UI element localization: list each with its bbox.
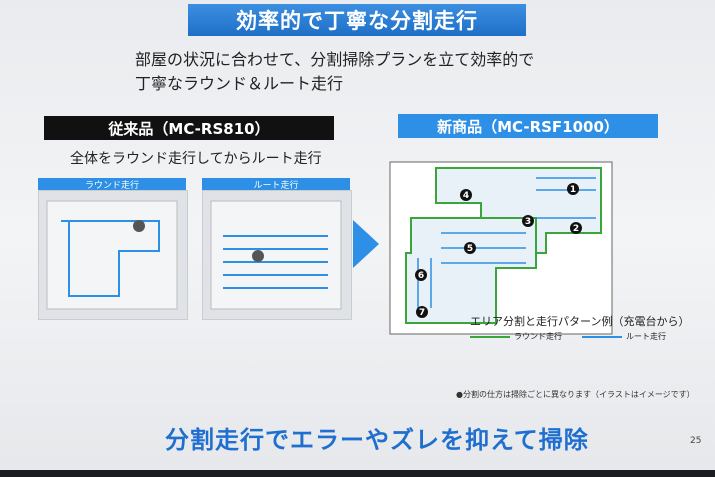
green-arrow-icon bbox=[470, 335, 510, 338]
robot-icon bbox=[252, 250, 264, 262]
route-illustration bbox=[202, 190, 352, 320]
area-label: 1 bbox=[570, 185, 576, 195]
legend-round: ラウンド走行 bbox=[514, 332, 562, 341]
page-number: 25 bbox=[690, 436, 702, 446]
round-panel: ラウンド走行 bbox=[38, 178, 188, 324]
round-panel-header: ラウンド走行 bbox=[38, 178, 186, 191]
legend: エリア分割と走行パターン例（充電台から） ラウンド走行 ルート走行 bbox=[470, 313, 689, 342]
footnote: ●分割の仕方は掃除ごとに異なります（イラストはイメージです） bbox=[456, 390, 695, 399]
old-model-subtitle: 全体をラウンド走行してからルート走行 bbox=[70, 151, 322, 167]
route-panel-header: ルート走行 bbox=[202, 178, 350, 191]
area-label: 7 bbox=[419, 308, 425, 318]
legend-title: エリア分割と走行パターン例（充電台から） bbox=[470, 315, 690, 328]
area-label: 4 bbox=[463, 191, 469, 201]
area-label: 3 bbox=[525, 217, 531, 227]
bottom-headline: 分割走行でエラーやズレを抑えて掃除 bbox=[165, 426, 589, 454]
area-label: 6 bbox=[418, 271, 424, 281]
arrow-icon bbox=[353, 220, 379, 268]
route-panel: ルート走行 bbox=[202, 178, 352, 324]
area-label: 2 bbox=[573, 224, 579, 234]
lead-line-2: 丁寧なラウンド＆ルート走行 bbox=[135, 74, 344, 93]
legend-route: ルート走行 bbox=[626, 332, 666, 341]
lead-line-1: 部屋の状況に合わせて、分割掃除プランを立て効率的で bbox=[135, 50, 535, 69]
floor-plan: 1 2 3 4 5 6 7 bbox=[389, 161, 613, 335]
area-label: 5 bbox=[467, 244, 473, 254]
blue-arrow-icon bbox=[582, 335, 622, 338]
slide-title: 効率的で丁寧な分割走行 bbox=[188, 4, 526, 36]
new-model-header: 新商品（MC-RSF1000） bbox=[398, 114, 658, 138]
old-model-header: 従来品（MC-RS810） bbox=[44, 116, 334, 140]
robot-icon bbox=[133, 220, 145, 232]
lead-text: 部屋の状況に合わせて、分割掃除プランを立て効率的で 丁寧なラウンド＆ルート走行 bbox=[135, 48, 534, 96]
round-illustration bbox=[38, 190, 188, 320]
